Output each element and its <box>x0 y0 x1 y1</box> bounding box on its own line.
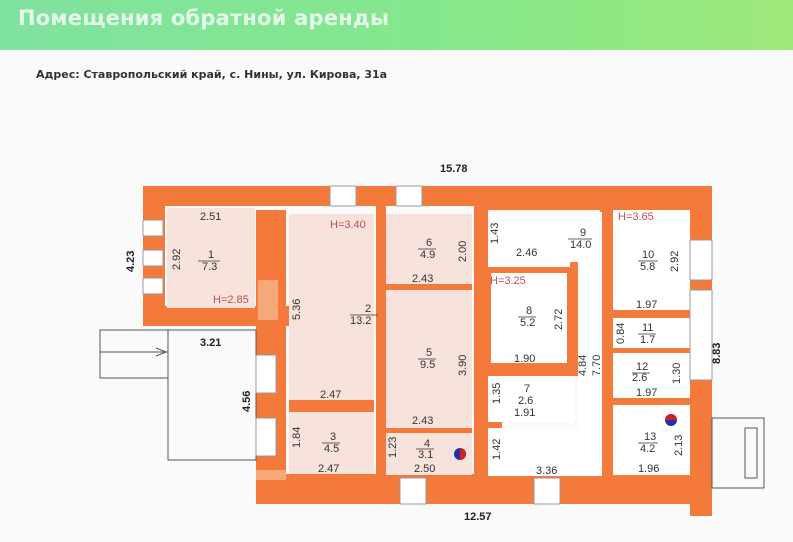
svg-text:5.8: 5.8 <box>640 261 655 273</box>
svg-text:5.36: 5.36 <box>291 299 303 320</box>
room-2 <box>289 214 374 400</box>
svg-text:2.47: 2.47 <box>318 463 339 475</box>
svg-text:7.3: 7.3 <box>202 261 217 273</box>
svg-text:5.2: 5.2 <box>520 317 535 329</box>
svg-text:4.23: 4.23 <box>125 251 137 272</box>
svg-text:1.97: 1.97 <box>636 299 657 311</box>
svg-text:7: 7 <box>524 383 530 395</box>
svg-text:15.78: 15.78 <box>440 163 468 175</box>
svg-text:H=3.40: H=3.40 <box>330 219 366 231</box>
svg-text:4.2: 4.2 <box>640 443 655 455</box>
svg-text:1.97: 1.97 <box>636 387 657 399</box>
svg-text:0.84: 0.84 <box>615 323 627 344</box>
page-title: Помещения обратной аренды <box>18 6 390 30</box>
svg-text:10: 10 <box>642 249 654 261</box>
svg-text:1.96: 1.96 <box>638 463 659 475</box>
svg-text:2.92: 2.92 <box>669 251 681 272</box>
svg-text:8: 8 <box>526 305 532 317</box>
svg-text:2.46: 2.46 <box>516 247 537 259</box>
svg-text:H=3.25: H=3.25 <box>490 275 526 287</box>
svg-text:7.70: 7.70 <box>591 355 603 376</box>
svg-text:9: 9 <box>580 227 586 239</box>
svg-text:9.5: 9.5 <box>420 359 435 371</box>
svg-text:1.42: 1.42 <box>491 439 503 460</box>
address-text: Адрес: Ставропольский край, с. Нины, ул.… <box>36 68 388 81</box>
svg-text:3.90: 3.90 <box>457 355 469 376</box>
svg-text:4.5: 4.5 <box>324 443 339 455</box>
svg-text:1.30: 1.30 <box>671 363 683 384</box>
svg-text:2.47: 2.47 <box>320 389 341 401</box>
header-banner: Помещения обратной аренды <box>0 0 793 50</box>
room-1 <box>167 208 255 308</box>
boiler-icon <box>454 414 677 460</box>
svg-text:1.23: 1.23 <box>387 437 399 458</box>
svg-text:1.43: 1.43 <box>489 223 501 244</box>
svg-text:3.1: 3.1 <box>418 449 433 461</box>
svg-text:11: 11 <box>642 322 653 334</box>
room-13 <box>613 405 690 475</box>
svg-text:6: 6 <box>426 237 432 249</box>
svg-text:H=3.65: H=3.65 <box>618 211 654 223</box>
svg-text:H=2.85: H=2.85 <box>213 294 249 306</box>
room-7 <box>488 376 574 422</box>
room-12 <box>613 353 690 398</box>
svg-text:4: 4 <box>424 438 430 450</box>
svg-text:1.35: 1.35 <box>491 383 503 404</box>
svg-text:2.13: 2.13 <box>673 435 685 456</box>
svg-text:14.0: 14.0 <box>570 239 591 251</box>
fraction-lines <box>198 238 658 450</box>
svg-text:4.56: 4.56 <box>241 391 253 412</box>
svg-text:1.90: 1.90 <box>514 353 535 365</box>
svg-text:13.2: 13.2 <box>350 315 371 327</box>
svg-text:3: 3 <box>330 431 336 443</box>
dimension-labels: 15.78 12.57 4.23 8.83 3.21 4.56 H=2.85 H… <box>125 163 723 523</box>
room-10 <box>613 210 690 310</box>
svg-text:13: 13 <box>644 431 656 443</box>
internal-walls <box>289 206 690 476</box>
svg-text:2.72: 2.72 <box>553 309 565 330</box>
svg-text:2.92: 2.92 <box>171 249 183 270</box>
svg-text:2.00: 2.00 <box>457 241 469 262</box>
room-11 <box>613 318 690 348</box>
svg-text:2: 2 <box>365 303 371 315</box>
svg-text:5: 5 <box>426 347 432 359</box>
wall-light-segments <box>256 280 286 480</box>
svg-text:2.6: 2.6 <box>632 372 647 384</box>
svg-text:2.51: 2.51 <box>200 211 221 223</box>
svg-text:4.84: 4.84 <box>577 355 589 376</box>
svg-text:2.6: 2.6 <box>518 395 533 407</box>
svg-text:8.83: 8.83 <box>711 343 723 364</box>
svg-text:3.36: 3.36 <box>536 465 557 477</box>
windows <box>142 185 713 505</box>
svg-text:1: 1 <box>208 249 214 261</box>
svg-text:1.84: 1.84 <box>291 427 303 448</box>
svg-text:1.91: 1.91 <box>514 407 535 419</box>
svg-text:2.50: 2.50 <box>414 463 435 475</box>
porch <box>99 329 257 461</box>
svg-text:1.7: 1.7 <box>640 334 655 346</box>
svg-text:2.43: 2.43 <box>412 273 433 285</box>
svg-text:12: 12 <box>636 361 648 373</box>
svg-text:3.21: 3.21 <box>200 337 221 349</box>
svg-text:12.57: 12.57 <box>464 511 492 523</box>
svg-text:4.9: 4.9 <box>420 249 435 261</box>
right-porch <box>711 417 765 489</box>
svg-text:2.43: 2.43 <box>412 415 433 427</box>
